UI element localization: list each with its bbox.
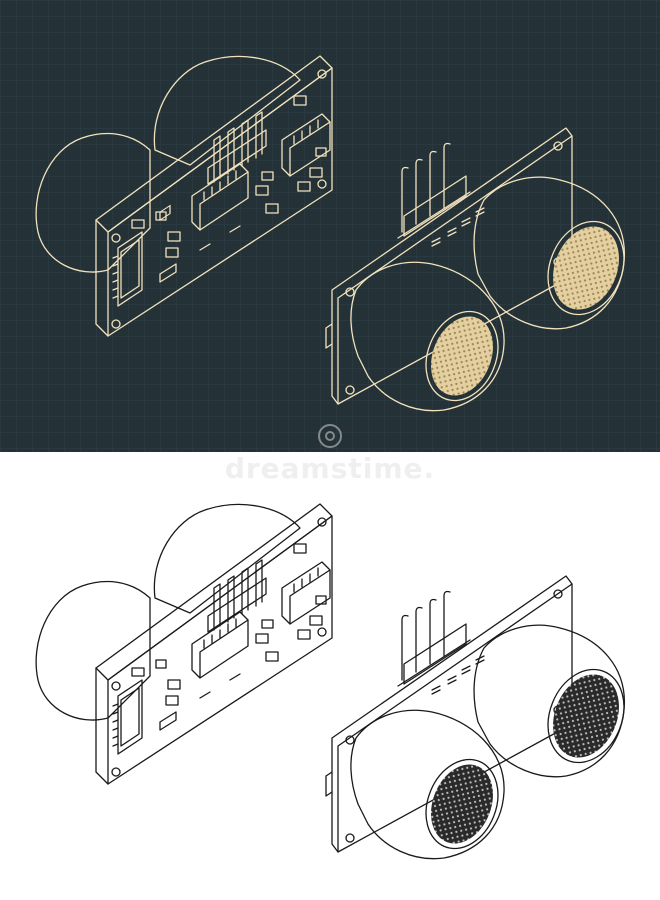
- ic-chip-right: [281, 113, 331, 177]
- sensor-back-view-light: [35, 503, 333, 785]
- transducer-mesh-right-light: [553, 674, 619, 758]
- dark-blueprint-panel: [0, 0, 660, 452]
- transducer-mesh-right: [553, 226, 619, 310]
- light-drawing-panel: [0, 452, 660, 900]
- transducer-mesh-left: [431, 316, 493, 396]
- transducer-mesh-left-light: [431, 764, 493, 844]
- sensor-back-view: [35, 55, 333, 337]
- transducer-cylinder-rear: [153, 55, 301, 166]
- transducer-left: [350, 261, 505, 412]
- light-drawing: [35, 503, 625, 860]
- header-pins-back: [207, 111, 267, 185]
- dark-drawing: [0, 0, 660, 452]
- transducer-right: [473, 176, 625, 330]
- blueprint-grid: [0, 0, 660, 452]
- transducer-cylinder-front: [35, 132, 151, 273]
- sensor-front-view-light: [325, 575, 625, 860]
- ic-chip-middle: [191, 163, 249, 231]
- ic-chip-left: [117, 231, 143, 307]
- header-pins-front: [397, 142, 471, 239]
